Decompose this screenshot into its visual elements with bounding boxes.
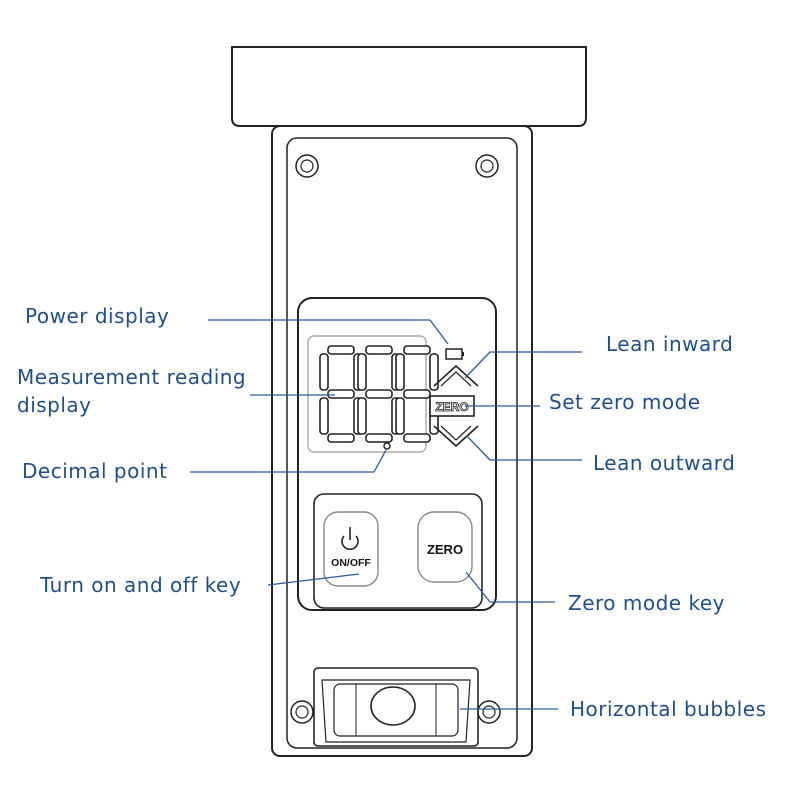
label-power-display: Power display <box>25 304 170 328</box>
zero-button[interactable]: ZERO <box>417 511 473 583</box>
label-horizontal-bubbles: Horizontal bubbles <box>570 697 767 721</box>
horizontal-bubble-vial <box>313 667 479 747</box>
power-icon <box>341 527 359 551</box>
leader-lean-inward <box>464 351 582 379</box>
leader-zero-mode-key <box>465 571 555 603</box>
zero-indicator: ZERO <box>429 395 475 417</box>
leader-turn-on-off-key <box>267 573 360 586</box>
zero-indicator-text: ZERO <box>435 400 468 414</box>
label-lean-inward: Lean inward <box>606 332 734 356</box>
top-cap <box>231 46 587 127</box>
lean-outward-arrow-icon <box>433 425 479 448</box>
screw-top-right <box>475 154 499 178</box>
battery-icon <box>445 348 464 360</box>
leader-lines <box>190 319 582 710</box>
label-zero-mode-key: Zero mode key <box>568 591 725 615</box>
label-lean-outward: Lean outward <box>593 451 736 475</box>
label-set-zero-mode: Set zero mode <box>549 390 701 414</box>
leader-decimal-point <box>190 449 387 473</box>
decimal-point <box>383 442 391 450</box>
leader-power-display <box>208 319 449 345</box>
label-decimal-point: Decimal point <box>22 459 168 483</box>
label-measurement-reading-line1: Measurement reading <box>17 365 247 389</box>
label-turn-on-off-key: Turn on and off key <box>40 573 242 597</box>
zero-button-label: ZERO <box>427 542 463 557</box>
power-button[interactable]: ON/OFF <box>323 511 379 587</box>
label-measurement-reading-line2: display <box>17 393 92 417</box>
power-button-label: ON/OFF <box>331 557 371 569</box>
lean-inward-arrow-icon <box>433 364 479 387</box>
leader-lean-outward <box>466 435 582 461</box>
screw-bottom-left <box>290 700 314 724</box>
screw-top-left <box>295 154 319 178</box>
screw-bottom-right <box>477 700 501 724</box>
